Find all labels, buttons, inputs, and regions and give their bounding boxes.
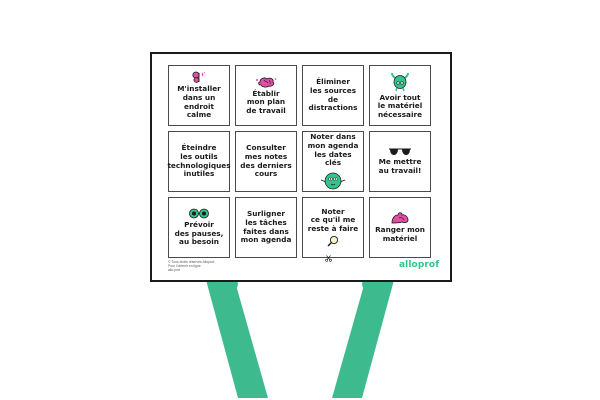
left-arm [198, 270, 278, 400]
card-start-work: Me mettre au travail! [369, 131, 431, 192]
card-label: Noter ce qu'il me reste à faire [307, 206, 359, 233]
hanging-monster-icon [391, 72, 409, 91]
cards-grid: M'installer dans un endroit calme Établi… [167, 65, 431, 258]
card-consult-notes: Consulter mes notes des derniers cours [235, 131, 297, 192]
sunglasses-icon [389, 148, 411, 156]
card-agenda-dates: Noter dans mon agenda les dates clés [302, 131, 364, 192]
card-label: Éliminer les sources de distractions [308, 77, 358, 113]
card-note-remaining: Noter ce qu'il me reste à faire [302, 197, 364, 258]
magnifier-icon [327, 236, 339, 247]
card-label: Noter dans mon agenda les dates clés [307, 132, 359, 168]
card-label: Éteindre les outils technologiques inuti… [167, 143, 231, 179]
scissors-icon [325, 255, 332, 262]
checklist-board: M'installer dans un endroit calme Établi… [150, 52, 452, 282]
brain-icon [256, 77, 277, 88]
brand-logo-text: alloprof [399, 260, 440, 270]
butterfly-icon [192, 71, 206, 84]
card-work-plan: Établir mon plan de travail [235, 65, 297, 126]
card-label: Consulter mes notes des derniers cours [240, 143, 292, 179]
card-all-material: Avoir tout le matériel nécessaire [369, 65, 431, 126]
card-remove-distractions: Éliminer les sources de distractions [302, 65, 364, 126]
card-store-material: Ranger mon matériel [369, 197, 431, 258]
flexed-arm-icon [391, 212, 409, 224]
card-highlight-tasks: Surligner les tâches faites dans mon age… [235, 197, 297, 258]
card-plan-breaks: Prévoir des pauses, au besoin [168, 197, 230, 258]
brand-logo: alloprof [399, 260, 439, 270]
right-arm [322, 270, 402, 400]
card-label: M'installer dans un endroit calme [177, 84, 221, 120]
green-monster-icon [320, 172, 346, 190]
card-label: Me mettre au travail! [378, 157, 422, 175]
card-label: Surligner les tâches faites dans mon age… [240, 209, 292, 245]
footnote: © Tous droits réservés Alloprof. Pour l'… [168, 260, 215, 273]
card-label: Avoir tout le matériel nécessaire [377, 92, 423, 119]
card-install-calm-place: M'installer dans un endroit calme [168, 65, 230, 126]
card-label: Prévoir des pauses, au besoin [174, 220, 224, 247]
coffee-cups-icon [189, 208, 209, 219]
card-turn-off-tech: Éteindre les outils technologiques inuti… [167, 131, 231, 192]
card-label: Ranger mon matériel [375, 225, 425, 243]
card-label: Établir mon plan de travail [246, 88, 286, 115]
